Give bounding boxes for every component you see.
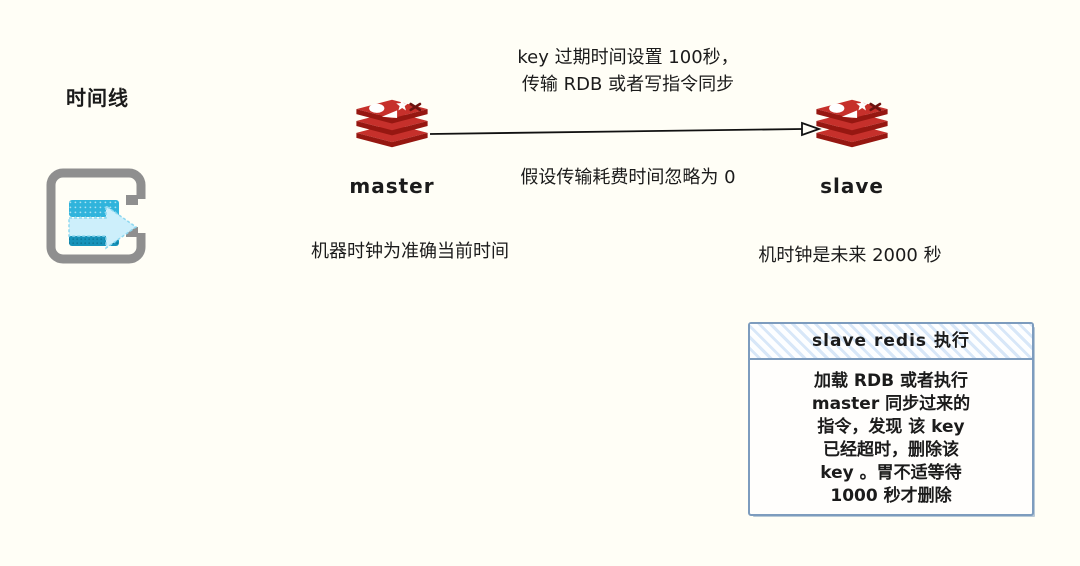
slave-exec-box-body: 加载 RDB 或者执行 master 同步过来的 指令，发现 该 key 已经超… — [811, 371, 971, 506]
slave-exec-box-title: slave redis 执行 — [750, 324, 1032, 360]
timeline-icon — [46, 168, 148, 264]
sync-arrow-top-label: key 过期时间设置 100秒， 传输 RDB 或者写指令同步 — [517, 47, 739, 95]
master-clock-note: 机器时钟为准确当前时间 — [311, 241, 509, 262]
transfer-time-note: 假设传输耗费时间忽略为 0 — [520, 167, 736, 188]
master-label: master — [349, 174, 435, 198]
redis-slave-icon — [815, 98, 889, 149]
slave-clock-note: 机时钟是未来 2000 秒 — [758, 245, 942, 266]
redis-master-icon — [355, 98, 429, 149]
slave-exec-box: slave redis 执行 加载 RDB 或者执行 master 同步过来的 … — [748, 322, 1034, 516]
timeline-arrow-icon — [68, 200, 138, 250]
slave-label: slave — [820, 174, 884, 198]
sync-arrow — [429, 121, 822, 137]
timeline-title: 时间线 — [66, 86, 129, 110]
